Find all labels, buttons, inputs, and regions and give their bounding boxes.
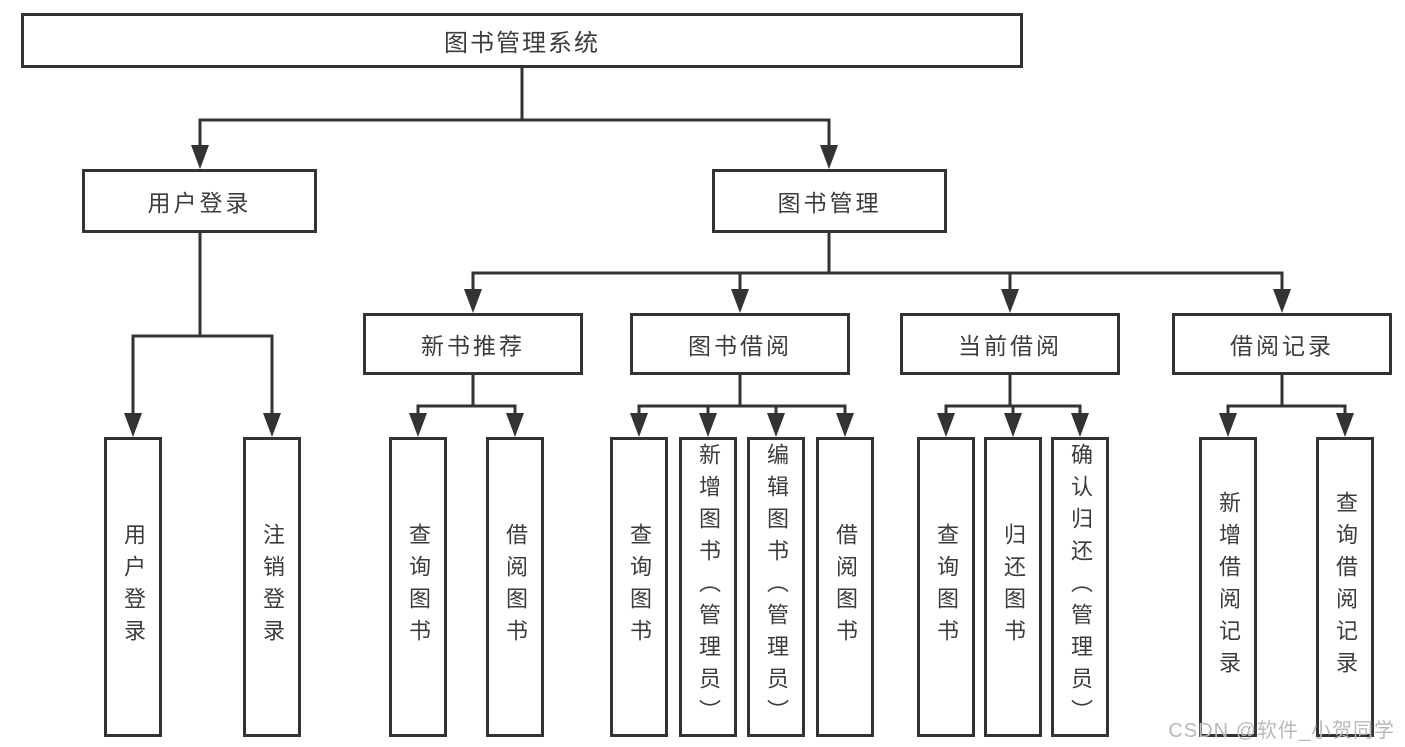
node-label: 编辑图书（管理员）: [764, 443, 789, 731]
node-book-management: 图书管理: [712, 169, 947, 233]
leaf-edit-book-admin: 编辑图书（管理员）: [747, 437, 805, 737]
leaf-add-borrow-record: 新增借阅记录: [1199, 437, 1257, 737]
node-label: 图书管理: [777, 190, 882, 216]
leaf-borrow-books-recommend: 借阅图书: [486, 437, 544, 737]
csdn-watermark: CSDN @软件_小贺同学: [1168, 720, 1395, 742]
node-label: 用户登录: [147, 190, 252, 216]
node-label: 查询借阅记录: [1333, 491, 1358, 683]
node-label: 图书管理系统: [444, 30, 600, 57]
node-label: 归还图书: [1001, 523, 1026, 651]
node-label: 借阅图书: [503, 523, 528, 651]
node-label: 借阅图书: [833, 523, 858, 651]
leaf-query-borrow-record: 查询借阅记录: [1316, 437, 1374, 737]
leaf-return-book: 归还图书: [984, 437, 1042, 737]
leaf-logout: 注销登录: [243, 437, 301, 737]
node-label: 当前借阅: [958, 333, 1062, 359]
node-label: 查询图书: [627, 523, 652, 651]
node-label: 借阅记录: [1230, 333, 1334, 359]
node-borrow-records: 借阅记录: [1172, 313, 1392, 375]
node-current-borrow: 当前借阅: [900, 313, 1120, 375]
node-label: 用户登录: [121, 523, 146, 651]
leaf-user-login: 用户登录: [104, 437, 162, 737]
leaf-query-books-current: 查询图书: [917, 437, 975, 737]
node-label: 图书借阅: [688, 333, 792, 359]
node-book-borrow: 图书借阅: [630, 313, 850, 375]
node-label: 查询图书: [934, 523, 959, 651]
node-user-login: 用户登录: [82, 169, 317, 233]
leaf-confirm-return-admin: 确认归还（管理员）: [1051, 437, 1109, 737]
node-label: 新增借阅记录: [1216, 491, 1241, 683]
node-label: 新增图书（管理员）: [696, 443, 721, 731]
node-library-system: 图书管理系统: [21, 13, 1023, 68]
leaf-query-books-borrow: 查询图书: [610, 437, 668, 737]
node-label: 注销登录: [260, 523, 285, 651]
leaf-add-book-admin: 新增图书（管理员）: [679, 437, 737, 737]
leaf-borrow-books: 借阅图书: [816, 437, 874, 737]
node-label: 查询图书: [406, 523, 431, 651]
node-label: 确认归还（管理员）: [1068, 443, 1093, 731]
leaf-query-books-recommend: 查询图书: [389, 437, 447, 737]
node-new-book-recommend: 新书推荐: [363, 313, 583, 375]
node-label: 新书推荐: [421, 333, 525, 359]
